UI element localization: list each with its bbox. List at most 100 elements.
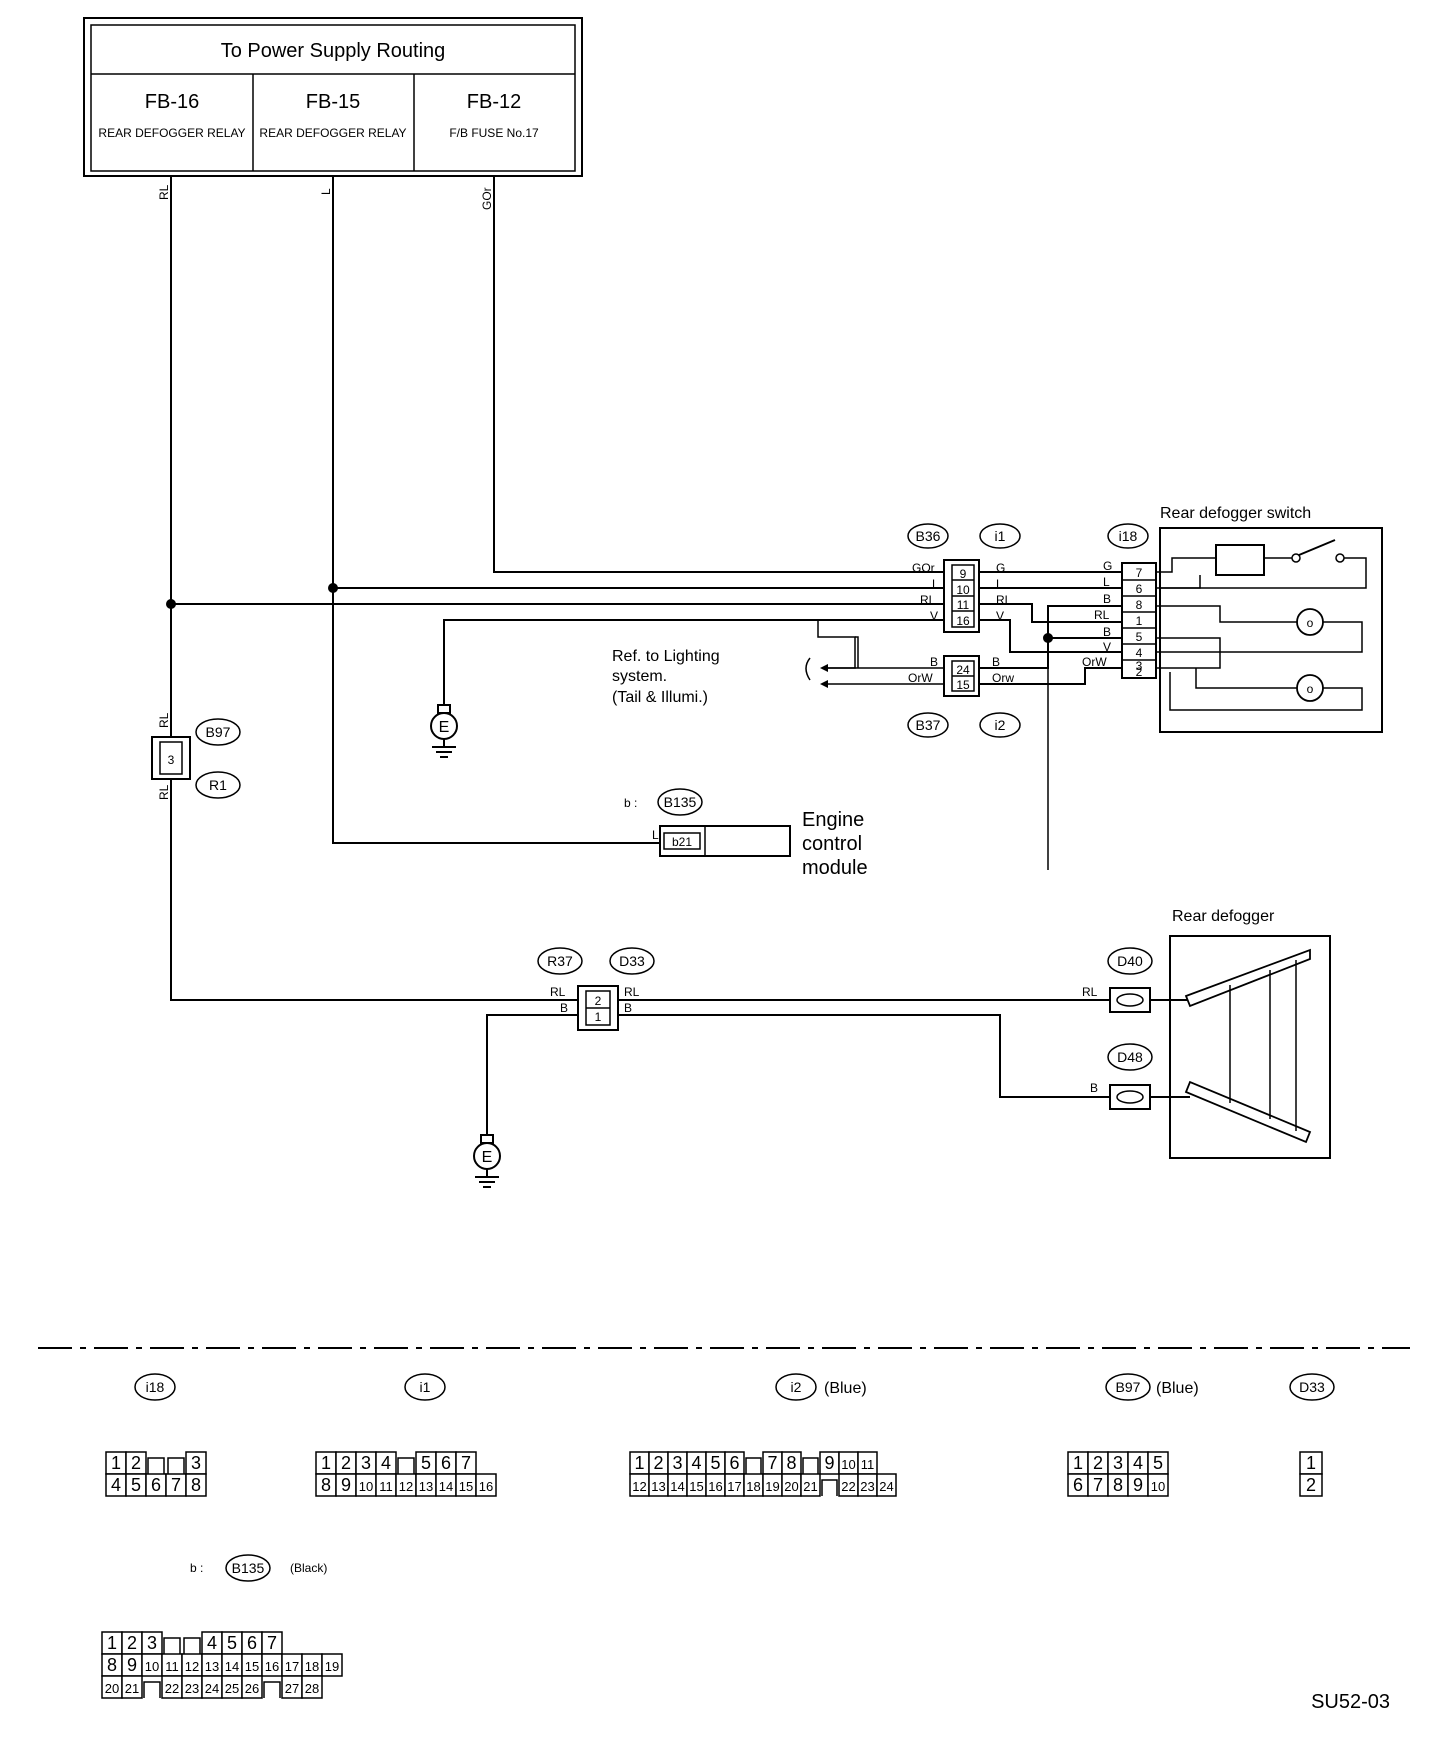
b135-pin-18: 18 <box>305 1659 319 1674</box>
wire-label-b-d48: B <box>1090 1081 1098 1095</box>
legend-i1-tag: i1 <box>420 1379 431 1395</box>
i18-pin-8: 8 <box>1136 598 1143 612</box>
i2-pin-9: 9 <box>824 1453 834 1473</box>
i2-pin-13: 13 <box>651 1479 665 1494</box>
legend-d33-tag: D33 <box>1299 1379 1325 1395</box>
i2-pin-3: 3 <box>672 1453 682 1473</box>
i2-pin-19: 19 <box>765 1479 779 1494</box>
i2-pin-18: 18 <box>746 1479 760 1494</box>
b37-tag: B37 <box>916 717 941 733</box>
i18-pin-6: 6 <box>1136 582 1143 596</box>
d33-tag: D33 <box>619 953 645 969</box>
wire-label-b-i18-a: B <box>1103 592 1111 606</box>
i1-pin-6: 6 <box>441 1453 451 1473</box>
figure-id: SU52-03 <box>1311 1691 1390 1713</box>
b135-pin-5: 5 <box>227 1633 237 1653</box>
b135-pin-8: 8 <box>107 1655 117 1675</box>
i1-pin-7: 7 <box>461 1453 471 1473</box>
i1-pin-4: 4 <box>381 1453 391 1473</box>
wire-label-gor: GOr <box>480 187 494 210</box>
i2-pin-16: 16 <box>708 1479 722 1494</box>
b36-pin-9: 9 <box>960 567 967 581</box>
d48-tag: D48 <box>1117 1049 1143 1065</box>
i2-pin-cell <box>876 1473 897 1497</box>
i18-pin-6: 6 <box>151 1475 161 1495</box>
svg-text:o: o <box>1307 616 1314 630</box>
legend-i18-tag: i18 <box>146 1379 165 1395</box>
fb15-desc: REAR DEFOGGER RELAY <box>259 126 406 140</box>
b97-pin-5: 5 <box>1153 1453 1163 1473</box>
b135-pin-19: 19 <box>325 1659 339 1674</box>
i18-pin-cell <box>185 1473 207 1497</box>
ecm-label-line2: control <box>802 833 862 855</box>
i1-pin-1: 1 <box>321 1453 331 1473</box>
b135-pin-13: 13 <box>205 1659 219 1674</box>
connector-legend: i18 i1 i2 (Blue) B97 (Blue) D33 b : B135… <box>101 1373 1335 1699</box>
fb16-code: FB-16 <box>145 91 199 113</box>
i2-tag: i2 <box>995 717 1006 733</box>
i2-pin-14: 14 <box>670 1479 684 1494</box>
b135-key-slot <box>183 1637 201 1654</box>
i1-pin-13: 13 <box>419 1479 433 1494</box>
power-supply-routing-box: To Power Supply Routing FB-16 REAR DEFOG… <box>83 17 583 177</box>
svg-text:o: o <box>1307 682 1314 696</box>
legend-b135-prefix: b : <box>190 1561 203 1575</box>
b135-pin-9: 9 <box>127 1655 137 1675</box>
i1-pin-14: 14 <box>439 1479 453 1494</box>
b135-pin-17: 17 <box>285 1659 299 1674</box>
wire-label-v-i1: V <box>996 609 1004 623</box>
b135-pin-cell <box>241 1675 263 1699</box>
wire-label-orw-i18: OrW <box>1082 655 1107 669</box>
b97-pin-1: 1 <box>1073 1453 1083 1473</box>
i2-pin-2: 2 <box>653 1453 663 1473</box>
rear-defogger-label: Rear defogger <box>1172 908 1275 925</box>
wire-label-g-i18: G <box>1103 559 1112 573</box>
i1-pin-8: 8 <box>321 1475 331 1495</box>
i2-key-slot <box>821 1479 838 1496</box>
b37-pin-15: 15 <box>956 678 970 692</box>
rear-defogger: Rear defogger D40 D48 <box>1107 908 1331 1159</box>
r37-pin-2: 2 <box>595 994 602 1008</box>
fb12-desc: F/B FUSE No.17 <box>449 126 539 140</box>
ecm-label-line1: Engine <box>802 809 864 831</box>
b97-pin-3: 3 <box>1113 1453 1123 1473</box>
i2-pin-1: 1 <box>634 1453 644 1473</box>
legend-d33-grid: 12 <box>1299 1451 1323 1497</box>
b135-pin-11: 11 <box>165 1659 179 1674</box>
b97-pin-4: 4 <box>1133 1453 1143 1473</box>
lighting-reference: Ref. to Lighting system. (Tail & Illumi.… <box>612 648 828 706</box>
b135-pin-27: 27 <box>285 1681 299 1696</box>
legend-b97-tag: B97 <box>1116 1379 1141 1395</box>
ground-lower-label: E <box>482 1149 493 1166</box>
wire-label-rl-b97-top: RL <box>157 712 171 728</box>
power-supply-title: To Power Supply Routing <box>221 40 446 62</box>
b135-pin-15: 15 <box>245 1659 259 1674</box>
engine-control-module: b : B135 b21 Engine control module <box>624 788 868 879</box>
wire-label-b-i2: B <box>992 655 1000 669</box>
d33-pin-2: 2 <box>1306 1475 1316 1495</box>
wire-label-b-r37: B <box>560 1001 568 1015</box>
i2-pin-11: 11 <box>861 1457 875 1472</box>
i1-pin-15: 15 <box>459 1479 473 1494</box>
b135-pin-10: 10 <box>145 1659 159 1674</box>
b97-pin-7: 7 <box>1093 1475 1103 1495</box>
b135-pin-26: 26 <box>245 1681 259 1696</box>
wire-label-gor-b36: GOr <box>912 561 935 575</box>
ground-lower: E <box>473 1134 501 1188</box>
i2-pin-cell <box>800 1473 821 1497</box>
i2-pin-10: 10 <box>841 1457 855 1472</box>
d33-pin-cell <box>1299 1473 1323 1497</box>
i18-pin-8: 8 <box>191 1475 201 1495</box>
i2-key-slot <box>745 1457 762 1474</box>
i2-pin-17: 17 <box>727 1479 741 1494</box>
i18-pin-2: 2 <box>1136 665 1143 679</box>
r1-tag: R1 <box>209 777 227 793</box>
wire-label-rl-b36: RL <box>920 593 936 607</box>
i2-pin-5: 5 <box>710 1453 720 1473</box>
